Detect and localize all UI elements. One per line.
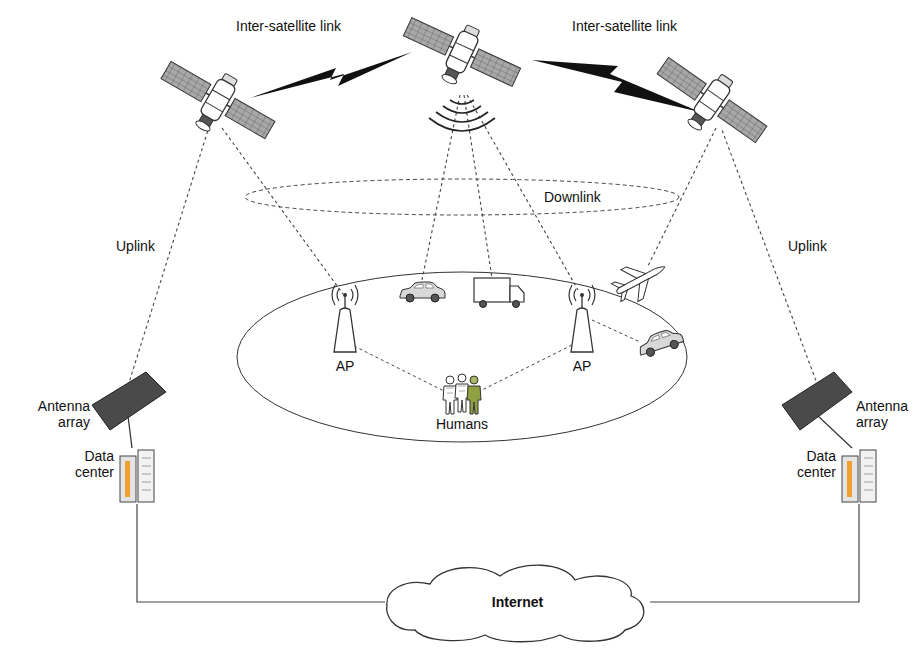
radio-links — [128, 95, 818, 386]
network-wire — [137, 504, 385, 602]
data-center: Data center — [118, 448, 156, 504]
ground-links — [354, 320, 640, 392]
link-label: Uplink — [788, 238, 827, 254]
truck — [474, 278, 524, 308]
antenna-array — [782, 372, 852, 430]
data-center-label: Data center — [782, 448, 836, 480]
car — [400, 282, 445, 302]
link-label: Inter-satellite link — [572, 18, 677, 34]
antenna-label: Antenna array — [24, 398, 90, 430]
car — [636, 326, 685, 359]
humans-icon — [443, 374, 481, 414]
data-center: Data center — [840, 448, 878, 504]
link-label: Inter-satellite link — [236, 18, 341, 34]
broadcast-waves — [429, 100, 495, 131]
ground-area — [237, 272, 687, 442]
downlink-region: Downlink — [244, 178, 680, 216]
antenna-label: Antenna array — [856, 398, 914, 430]
access-point — [332, 285, 358, 352]
antenna-mount — [128, 416, 132, 448]
antenna-mount — [818, 416, 852, 448]
satellite — [393, 2, 527, 108]
access-point — [569, 285, 595, 352]
airplane — [608, 251, 673, 309]
satellite — [149, 47, 283, 159]
internet-cloud: Internet — [385, 560, 650, 644]
data-center-outline — [118, 448, 156, 504]
internet-cloud-outline — [385, 560, 650, 644]
region-label: Downlink — [544, 189, 601, 205]
humans-label: Humans — [436, 416, 488, 432]
inter-satellite-bolt — [250, 52, 412, 98]
network-wire — [650, 504, 859, 602]
satellite — [644, 43, 777, 161]
data-center-label: Data center — [60, 448, 114, 480]
data-center-outline — [840, 448, 878, 504]
ap-label: AP — [336, 358, 355, 374]
downlink-region-outline — [244, 178, 680, 216]
cloud-label: Internet — [492, 594, 543, 610]
link-label: Uplink — [116, 238, 155, 254]
ap-label: AP — [573, 358, 592, 374]
